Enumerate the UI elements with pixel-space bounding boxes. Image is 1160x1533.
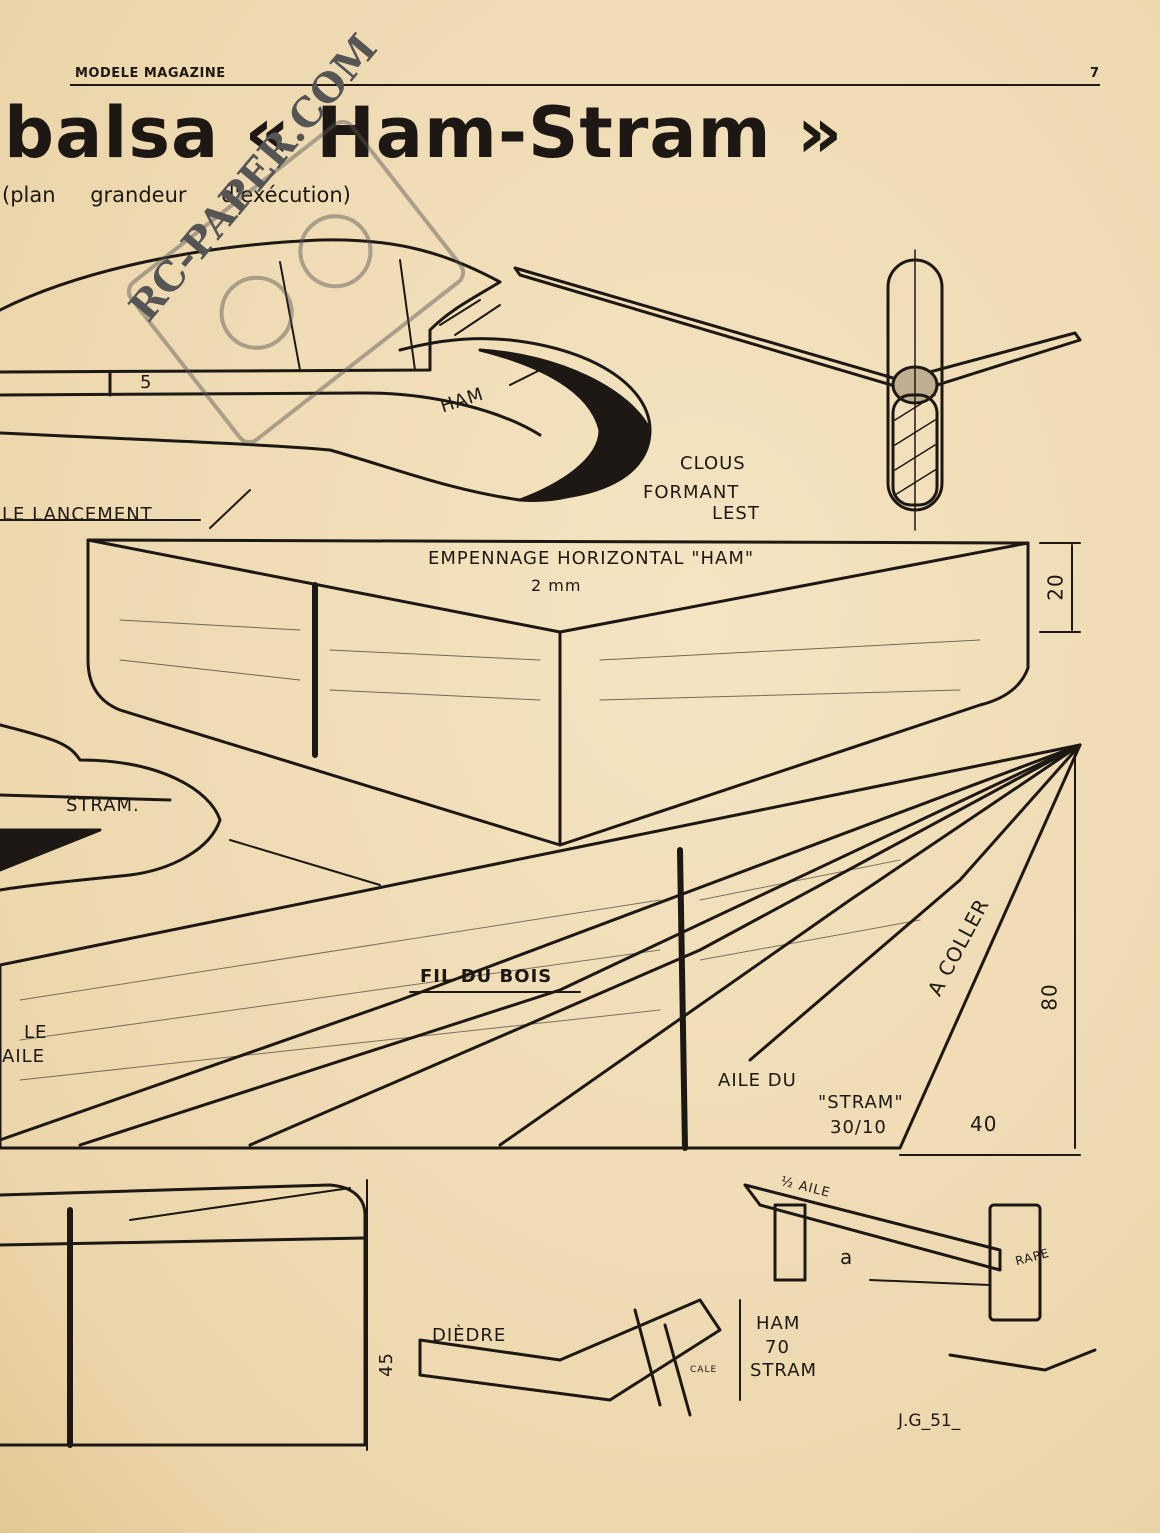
stram-quoted-label: "STRAM"	[818, 1092, 904, 1113]
aile-partial-label: AILE	[2, 1046, 46, 1067]
ham-tail-boom	[513, 266, 1082, 394]
wing-thickness: 30/10	[830, 1117, 887, 1138]
lest-label: LEST	[712, 503, 760, 524]
magazine-name: MODELE MAGAZINE	[75, 66, 226, 81]
dimension-40: 40	[970, 1112, 998, 1136]
stram-wing	[0, 743, 1082, 1156]
diedre-label: DIÈDRE	[432, 1325, 507, 1346]
empennage-thickness: 2 mm	[531, 576, 582, 595]
formant-label: FORMANT	[643, 482, 740, 503]
stram-dim-label: STRAM	[750, 1360, 818, 1381]
ham-front-view	[886, 249, 944, 531]
dimension-70: 70	[765, 1337, 790, 1358]
stram-side-label: STRAM.	[66, 795, 140, 816]
le-label: LE	[24, 1022, 48, 1043]
cale-label: CALE	[690, 1365, 718, 1375]
header-rule	[70, 84, 1100, 86]
plan-subtitle: (plan grandeur d'exécution)	[2, 183, 351, 207]
page-number: 7	[1090, 66, 1100, 81]
artist-signature: J.G_51_	[898, 1411, 961, 1431]
stram-fuselage-side-view	[0, 723, 381, 892]
ham-horizontal-stabilizer	[86, 538, 1081, 847]
ham-dim-label: HAM	[756, 1313, 801, 1334]
lancement-label: LE LANCEMENT	[2, 504, 153, 525]
cale-height-a: a	[840, 1245, 854, 1269]
grain-direction-label: FIL DU BOIS	[420, 966, 553, 987]
dihedral-sketch	[418, 1298, 741, 1417]
lower-wing-plan	[0, 1179, 368, 1451]
watermark-stamp	[96, 92, 496, 472]
dimension-45: 45	[375, 1352, 397, 1377]
ham-fuselage-side-view	[0, 238, 652, 529]
clous-label: CLOUS	[680, 453, 746, 474]
dimension-80: 80	[1037, 983, 1062, 1011]
empennage-label: EMPENNAGE HORIZONTAL "HAM"	[428, 548, 755, 569]
dimension-5: 5	[140, 372, 153, 393]
aile-du-label: AILE DU	[718, 1070, 797, 1091]
dimension-20: 20	[1043, 573, 1068, 601]
half-wing-sanding-sketch	[743, 1183, 1097, 1372]
plan-title: balsa « Ham-Stram »	[4, 92, 844, 174]
